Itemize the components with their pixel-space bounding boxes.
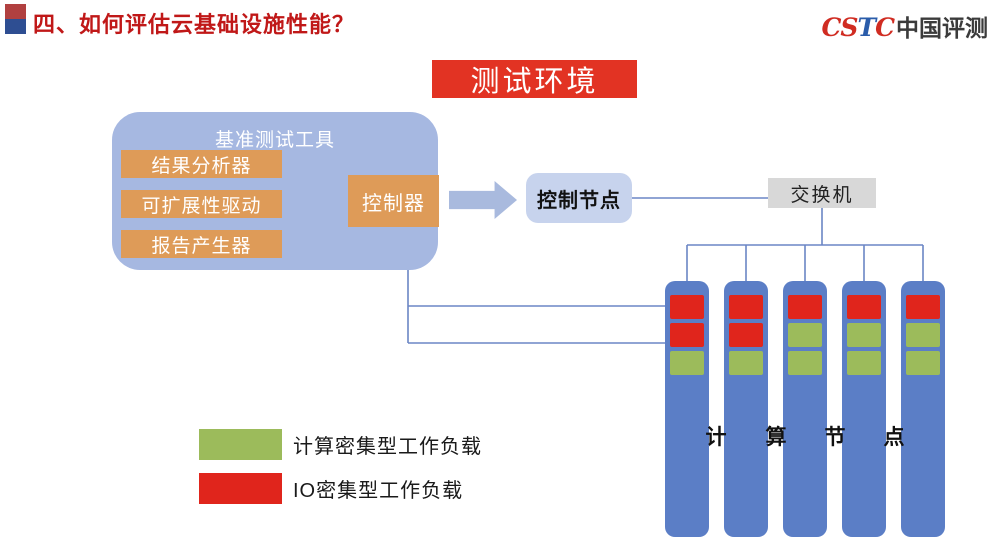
compute-nodes-label-char: 点 <box>883 426 905 449</box>
legend-label: 计算密集型工作负载 <box>293 436 482 458</box>
legend-item: 计算密集型工作负载 <box>199 429 482 460</box>
tool-box: 结果分析器 <box>121 150 282 178</box>
controller-box: 控制器 <box>348 175 439 227</box>
logo-letters-cs: CS <box>821 13 859 42</box>
switch-box: 交换机 <box>768 178 876 208</box>
tool-box: 报告产生器 <box>121 230 282 258</box>
io-workload-segment <box>906 295 940 319</box>
io-workload-segment <box>847 295 881 319</box>
compute-node-bar <box>901 281 945 537</box>
io-workload-segment <box>670 295 704 319</box>
title-bullet-blue <box>5 19 26 34</box>
compute-workload-segment <box>788 323 822 347</box>
title-bullet-icon <box>5 4 26 34</box>
right-arrow-shape <box>449 181 517 219</box>
io-workload-segment <box>788 295 822 319</box>
compute-workload-segment <box>788 351 822 375</box>
cstc-logo: CSTC中国评测 <box>822 9 988 43</box>
toolbox-items: 结果分析器可扩展性驱动报告产生器 <box>121 150 282 270</box>
io-workload-segment <box>670 323 704 347</box>
logo-cn-text: 中国评测 <box>896 15 988 41</box>
control-node-box: 控制节点 <box>526 173 632 223</box>
compute-node-bar <box>724 281 768 537</box>
compute-nodes-label-char: 算 <box>765 426 787 449</box>
compute-workload-segment <box>906 323 940 347</box>
legend: 计算密集型工作负载 IO密集型工作负载 <box>199 429 482 517</box>
compute-nodes-label: 计算节点 <box>0 421 994 449</box>
legend-item: IO密集型工作负载 <box>199 473 482 504</box>
page-title: 四、如何评估云基础设施性能？ <box>33 12 356 37</box>
compute-nodes-label-char: 计 <box>705 426 727 449</box>
compute-workload-swatch <box>199 429 282 460</box>
logo-letter-t: T <box>857 13 876 42</box>
compute-workload-segment <box>670 351 704 375</box>
tool-box: 可扩展性驱动 <box>121 190 282 218</box>
compute-bars <box>665 281 945 537</box>
logo-letter-c: C <box>875 13 895 42</box>
compute-workload-segment <box>847 351 881 375</box>
compute-node-bar <box>665 281 709 537</box>
compute-nodes-label-char: 节 <box>824 426 846 449</box>
title-bullet-red <box>5 4 26 19</box>
io-workload-swatch <box>199 473 282 504</box>
io-workload-segment <box>729 323 763 347</box>
legend-label: IO密集型工作负载 <box>293 480 464 502</box>
toolbox-title: 基准测试工具 <box>214 130 335 151</box>
compute-node-bar <box>783 281 827 537</box>
io-workload-segment <box>729 295 763 319</box>
compute-workload-segment <box>729 351 763 375</box>
compute-workload-segment <box>906 351 940 375</box>
test-environment-banner: 测试环境 <box>432 60 637 98</box>
benchmark-toolbox-group: 基准测试工具 结果分析器可扩展性驱动报告产生器 控制器 <box>112 112 439 270</box>
compute-workload-segment <box>847 323 881 347</box>
compute-node-bar <box>842 281 886 537</box>
